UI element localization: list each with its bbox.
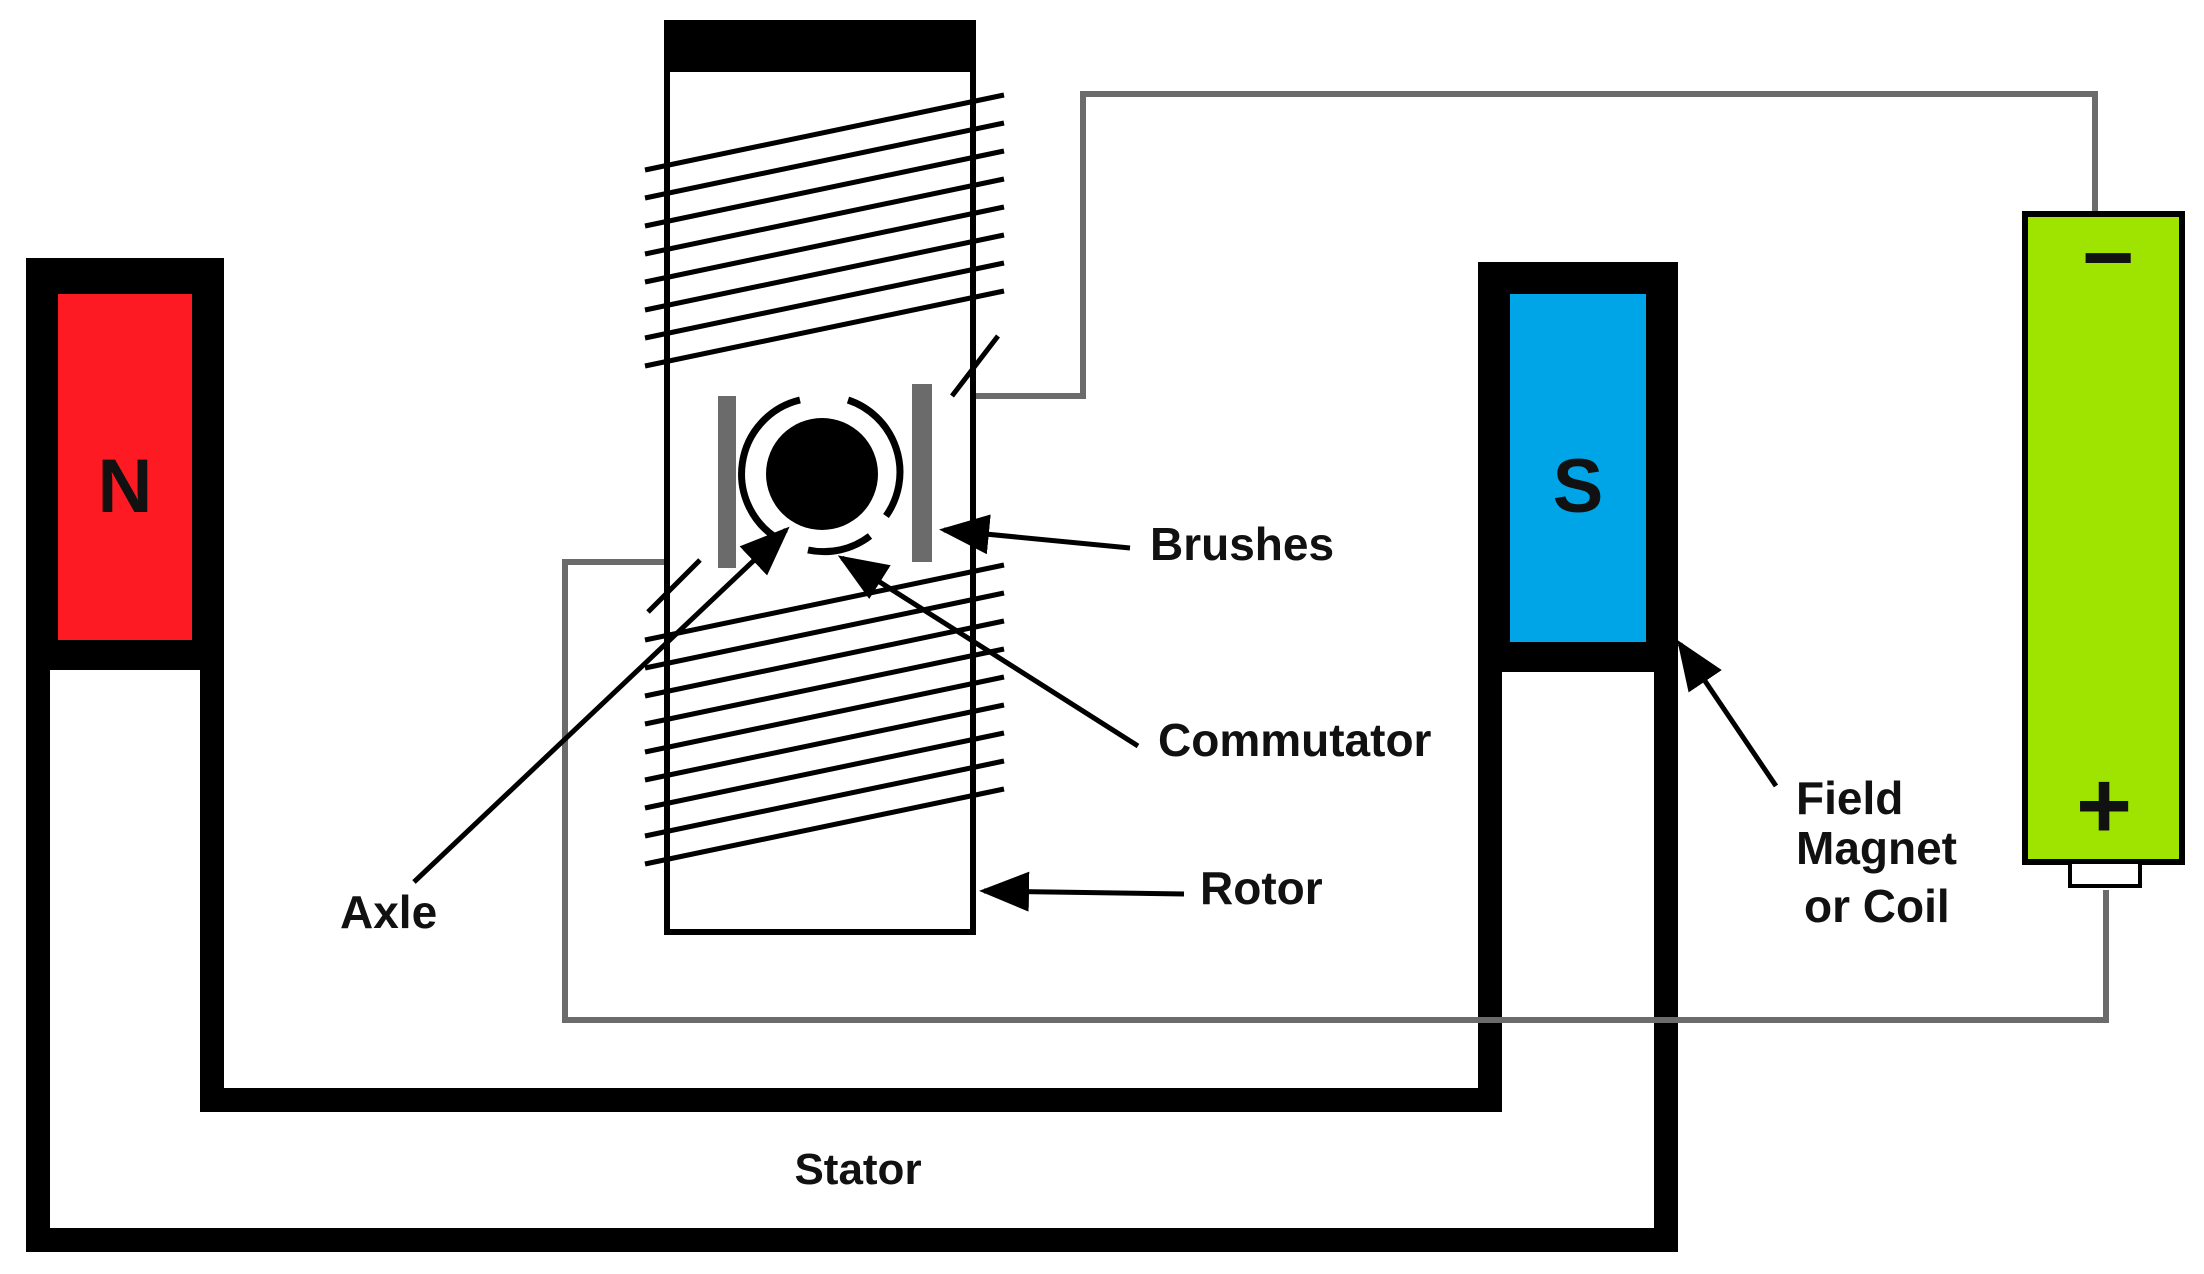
rotor-coil-upper xyxy=(644,92,1005,398)
label-brushes: Brushes xyxy=(1150,518,1334,570)
north-pole: N xyxy=(38,272,212,670)
arrow-brushes xyxy=(939,514,1131,555)
brush-left xyxy=(718,396,736,568)
pointer-arrows xyxy=(412,514,1779,912)
battery-positive-symbol: + xyxy=(2076,752,2132,859)
commutator-assembly xyxy=(718,384,932,568)
label-stator: Stator xyxy=(794,1145,921,1194)
commutator-segment-bottom xyxy=(807,533,873,556)
label-rotor: Rotor xyxy=(1200,862,1323,914)
circuit-wires xyxy=(562,91,2109,1023)
arrow-rotor xyxy=(979,871,1185,912)
axle xyxy=(766,418,878,530)
label-field-magnet-line2: Magnet xyxy=(1796,822,1957,874)
labels: Brushes Commutator Rotor Axle Field Magn… xyxy=(340,518,1957,1194)
battery: − + xyxy=(2022,208,2185,888)
label-field-magnet-line1: Field xyxy=(1796,772,1903,824)
north-pole-fill xyxy=(58,294,192,640)
label-commutator: Commutator xyxy=(1158,714,1432,766)
north-pole-label: N xyxy=(98,444,153,529)
arrow-axle xyxy=(412,526,790,884)
battery-negative-symbol: − xyxy=(2082,208,2135,308)
south-pole-fill xyxy=(1510,294,1646,642)
battery-terminal xyxy=(2068,860,2142,888)
rotor-top-cap xyxy=(664,20,976,72)
battery-body xyxy=(2022,211,2185,865)
wire-positive xyxy=(562,559,2109,1023)
wire-negative xyxy=(936,91,2098,399)
label-field-magnet-line3: or Coil xyxy=(1804,880,1950,932)
south-pole: S xyxy=(1490,274,1666,672)
south-pole-base xyxy=(1490,642,1666,672)
rotor-coil-lower xyxy=(644,558,1005,867)
north-pole-base xyxy=(38,640,212,670)
label-axle: Axle xyxy=(340,886,437,938)
south-pole-label: S xyxy=(1553,444,1604,529)
arrow-commutator xyxy=(837,555,1140,749)
commutator-segment-right xyxy=(846,396,904,519)
brush-right xyxy=(912,384,932,562)
arrow-field-magnet xyxy=(1677,639,1779,788)
commutator-segment-left xyxy=(738,396,801,544)
